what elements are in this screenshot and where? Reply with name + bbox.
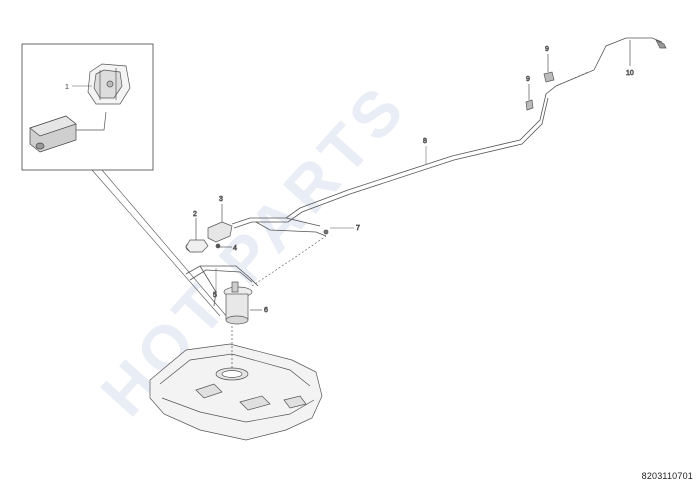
fuel-line-5: 5 bbox=[185, 265, 259, 307]
callout-9a: 9 bbox=[545, 46, 549, 53]
fuel-line-8: 8 bbox=[231, 37, 663, 229]
detail-inset: 1 bbox=[21, 43, 229, 319]
vent-line-10: 10 bbox=[626, 39, 667, 77]
callout-4: 4 bbox=[233, 245, 237, 252]
fuel-tank bbox=[149, 343, 323, 441]
callout-7: 7 bbox=[356, 225, 360, 232]
callout-8: 8 bbox=[423, 138, 427, 145]
callout-3: 3 bbox=[219, 196, 223, 203]
bracket-part bbox=[87, 63, 131, 105]
canister-part bbox=[29, 111, 107, 153]
callout-1: 1 bbox=[65, 84, 69, 91]
diagram-code: 8203110701 bbox=[641, 471, 693, 481]
valve-part-3: 3 bbox=[207, 196, 233, 243]
fuel-pump-part: 6 bbox=[223, 281, 268, 370]
fuel-line-7: 7 bbox=[251, 221, 360, 287]
callout-10: 10 bbox=[626, 70, 634, 77]
callout-2: 2 bbox=[193, 211, 197, 218]
callout-6: 6 bbox=[264, 307, 268, 314]
callout-5: 5 bbox=[213, 292, 217, 299]
clip-part-9: 9 9 bbox=[525, 46, 589, 111]
filter-part-2: 2 bbox=[185, 211, 209, 253]
callout-9b: 9 bbox=[526, 76, 530, 83]
clip-part-4: 4 bbox=[215, 243, 237, 252]
